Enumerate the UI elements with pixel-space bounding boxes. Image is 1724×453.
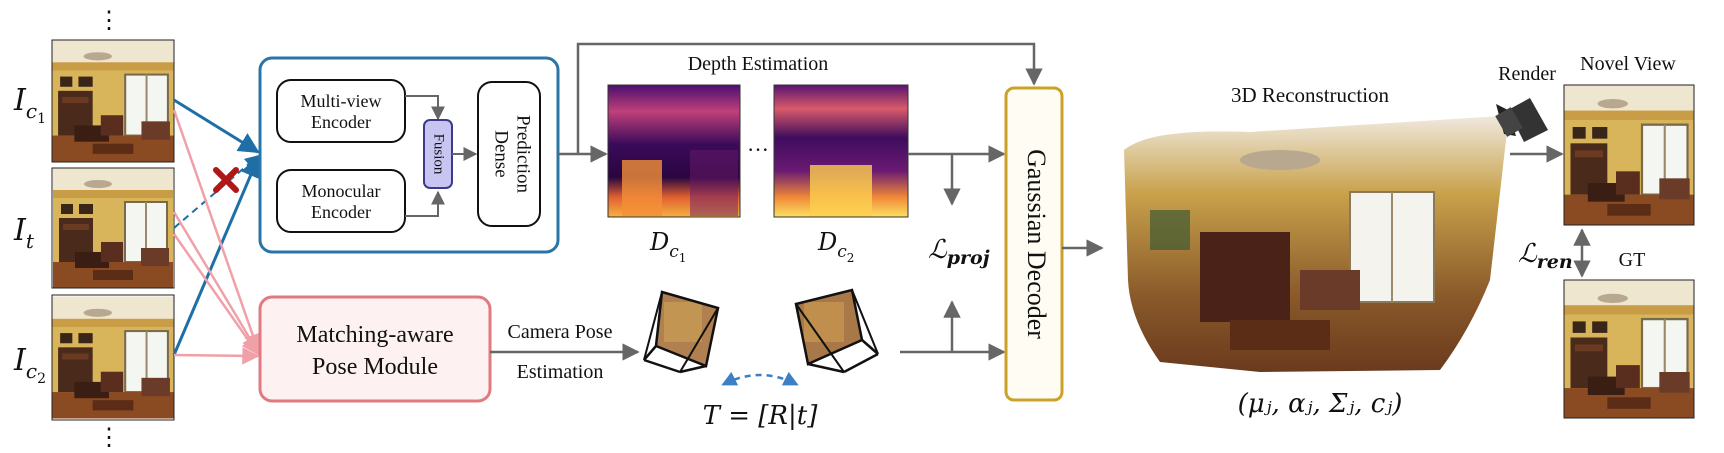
loss-ren: ℒren [1518,239,1573,273]
novel-view-label: Novel View [1580,53,1676,75]
gt-label: GT [1619,249,1646,271]
depth-map-c2 [773,84,909,218]
depth-ellipsis: ··· [747,137,769,162]
transform-formula: T = [R|t] [703,401,819,431]
double-arrow-icon [721,371,799,386]
depth-estimation-title: Depth Estimation [688,53,829,75]
reconstruction-title: 3D Reconstruction [1231,83,1390,107]
pose-module-line1: Matching-aware [296,322,453,348]
dense-prediction-box: Dense Prediction [477,81,541,227]
frames-top-ellipsis: ⋮ [97,8,121,34]
label-i-c2: Ic2 [13,343,46,387]
fusion-label: Fusion [431,134,447,175]
novel-view-image [1563,84,1695,226]
dense-prediction-line2: Prediction [513,115,534,194]
input-frame-t [51,167,175,289]
camera-frustum-icon [794,288,879,374]
multiview-encoder-box: Multi-view Encoder [276,79,406,143]
frames-bottom-ellipsis: ⋮ [97,425,121,451]
depth-label-c1: Dc1 [649,228,686,265]
camera-pose-label-line1: Camera Pose [508,321,613,343]
dense-prediction-line1: Dense [491,130,512,177]
pose-module-box: Matching-aware Pose Module [258,295,492,403]
camera-pose-label-line2: Estimation [517,361,604,383]
ground-truth-image [1563,279,1695,419]
cross-icon [213,167,239,193]
gaussian-decoder-box: Gaussian Decoder [1004,86,1064,402]
multiview-encoder-line1: Multi-view [301,91,382,111]
loss-proj: ℒproj [928,235,990,269]
depth-label-c2: Dc2 [817,228,854,265]
input-frame-c1 [51,39,175,163]
render-label: Render [1498,63,1556,85]
label-i-t: It [13,213,35,253]
camera-frustum-icon [643,290,720,374]
depth-map-c1 [607,84,741,218]
pose-module-line2: Pose Module [312,354,438,380]
frame-to-pose-arrows [172,109,262,365]
label-i-c1: Ic1 [13,83,46,127]
monocular-encoder-line2: Encoder [311,202,371,222]
monocular-encoder-box: Monocular Encoder [276,169,406,233]
gaussian-decoder-label: Gaussian Decoder [1022,149,1051,339]
reconstruction-render [1124,116,1508,372]
fusion-block: Fusion [423,119,453,189]
input-frame-c2 [51,294,175,421]
frame-to-depth-arrows [172,98,261,356]
multiview-encoder-line2: Encoder [311,112,371,132]
monocular-encoder-line1: Monocular [302,181,381,201]
camera-icon [1495,98,1548,142]
gaussian-params: (μⱼ, αⱼ, Σⱼ, cⱼ) [1238,389,1403,419]
